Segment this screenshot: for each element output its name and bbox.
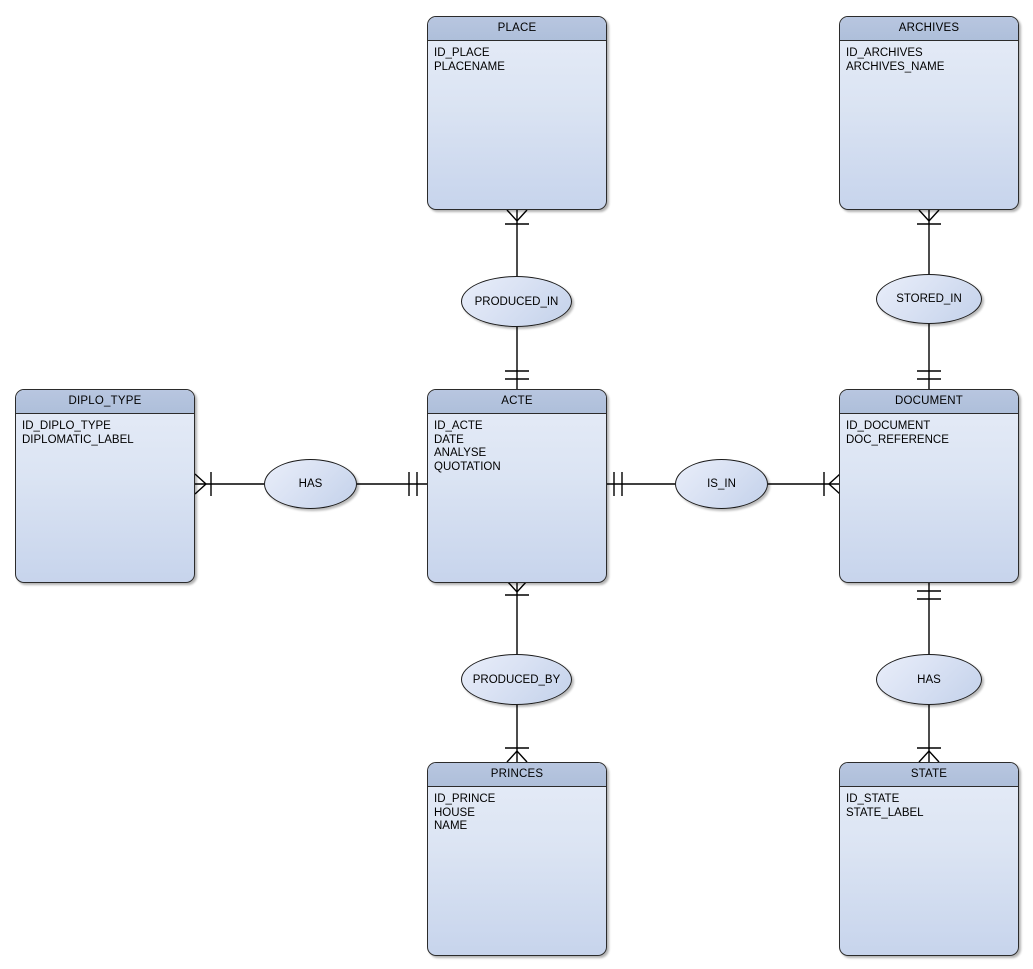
- entity-diplo-type-attributes: ID_DIPLO_TYPE DIPLOMATIC_LABEL: [16, 414, 194, 447]
- relationship-produced-in[interactable]: PRODUCED_IN: [461, 276, 572, 327]
- relationship-has-state[interactable]: HAS: [876, 654, 982, 705]
- attribute: ID_DIPLO_TYPE: [22, 420, 111, 432]
- attribute: HOUSE: [434, 806, 475, 819]
- entity-document-title: DOCUMENT: [840, 390, 1018, 414]
- entity-state[interactable]: STATE ID_STATE STATE_LABEL: [839, 762, 1019, 956]
- attribute: STATE_LABEL: [846, 806, 924, 819]
- attribute: ID_STATE: [846, 793, 900, 805]
- entity-archives[interactable]: ARCHIVES ID_ARCHIVES ARCHIVES_NAME: [839, 16, 1019, 210]
- entity-state-attributes: ID_STATE STATE_LABEL: [840, 787, 1018, 820]
- entity-state-title: STATE: [840, 763, 1018, 787]
- entity-acte[interactable]: ACTE ID_ACTE DATE ANALYSE QUOTATION: [427, 389, 607, 583]
- attribute: PLACENAME: [434, 60, 505, 73]
- entity-princes[interactable]: PRINCES ID_PRINCE HOUSE NAME: [427, 762, 607, 956]
- relationship-is-in[interactable]: IS_IN: [675, 459, 768, 509]
- relationship-label: HAS: [298, 478, 323, 490]
- attribute: ANALYSE: [434, 447, 487, 460]
- relationship-label: HAS: [917, 673, 941, 686]
- entity-document[interactable]: DOCUMENT ID_DOCUMENT DOC_REFERENCE: [839, 389, 1019, 583]
- relationship-label: PRODUCED_BY: [472, 673, 561, 686]
- attribute: ID_DOCUMENT: [846, 420, 931, 432]
- attribute: ID_ACTE: [434, 420, 483, 432]
- entity-place-attributes: ID_PLACE PLACENAME: [428, 41, 606, 74]
- attribute: ID_PRINCE: [434, 793, 496, 805]
- entity-place[interactable]: PLACE ID_PLACE PLACENAME: [427, 16, 607, 210]
- entity-diplo-type[interactable]: DIPLO_TYPE ID_DIPLO_TYPE DIPLOMATIC_LABE…: [15, 389, 195, 583]
- entity-acte-attributes: ID_ACTE DATE ANALYSE QUOTATION: [428, 414, 606, 474]
- attribute: QUOTATION: [434, 460, 501, 473]
- relationship-stored-in[interactable]: STORED_IN: [876, 274, 982, 324]
- entity-archives-title: ARCHIVES: [840, 17, 1018, 41]
- entity-diplo-type-title: DIPLO_TYPE: [16, 390, 194, 414]
- attribute: NAME: [434, 820, 468, 833]
- entity-document-attributes: ID_DOCUMENT DOC_REFERENCE: [840, 414, 1018, 447]
- relationship-label: IS_IN: [707, 478, 736, 490]
- entity-place-title: PLACE: [428, 17, 606, 41]
- relationship-has-diplo-type[interactable]: HAS: [264, 459, 357, 509]
- relationship-produced-by[interactable]: PRODUCED_BY: [461, 654, 572, 705]
- attribute: DOC_REFERENCE: [846, 433, 949, 446]
- attribute: ARCHIVES_NAME: [846, 60, 945, 73]
- attribute: DATE: [434, 433, 464, 446]
- relationship-label: STORED_IN: [896, 293, 962, 305]
- entity-princes-title: PRINCES: [428, 763, 606, 787]
- attribute: ID_ARCHIVES: [846, 47, 923, 59]
- relationship-label: PRODUCED_IN: [474, 295, 559, 308]
- entity-acte-title: ACTE: [428, 390, 606, 414]
- attribute: ID_PLACE: [434, 47, 490, 59]
- entity-princes-attributes: ID_PRINCE HOUSE NAME: [428, 787, 606, 834]
- attribute: DIPLOMATIC_LABEL: [22, 433, 134, 446]
- entity-archives-attributes: ID_ARCHIVES ARCHIVES_NAME: [840, 41, 1018, 74]
